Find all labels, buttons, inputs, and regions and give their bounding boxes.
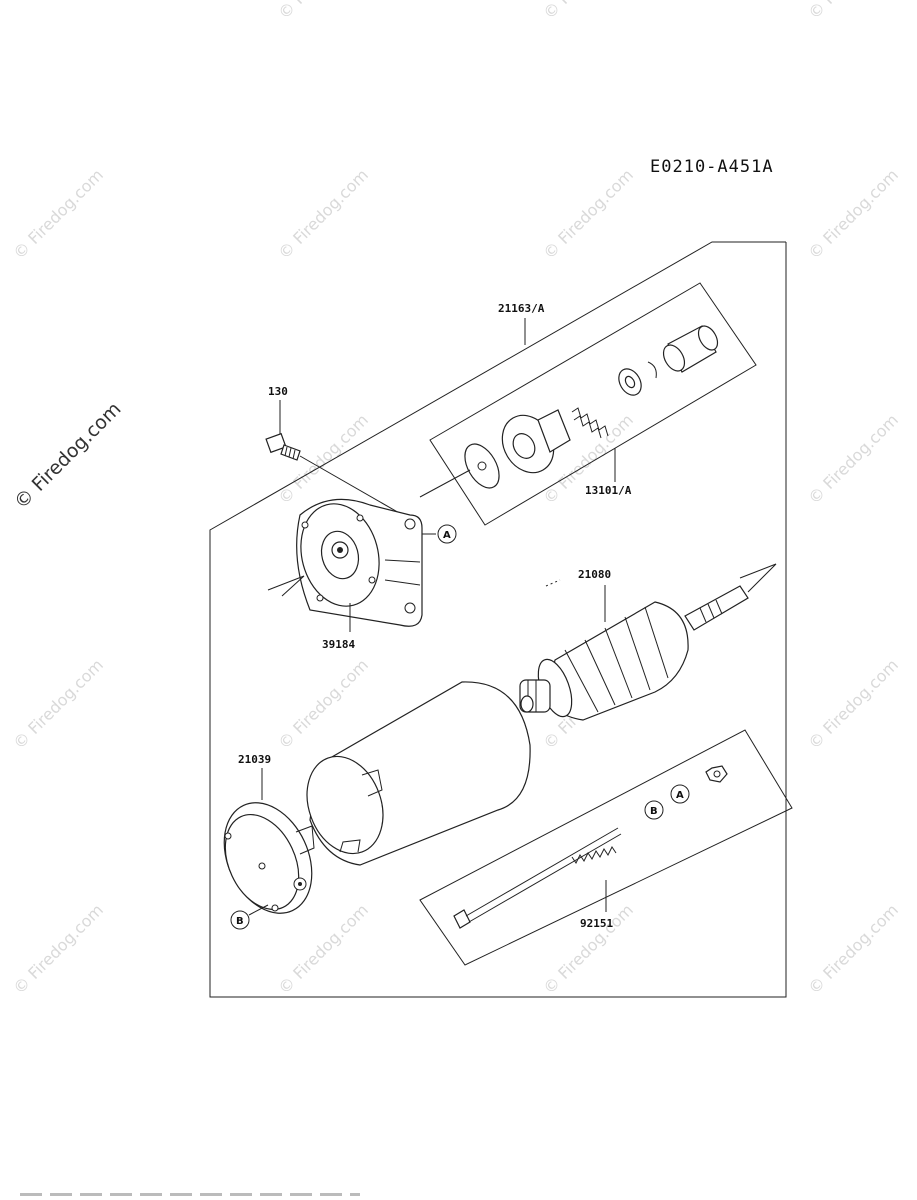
pinion-sleeve <box>662 325 719 373</box>
through-bolt-92151 <box>453 827 622 929</box>
part-label-130: 130 <box>268 385 288 398</box>
callout-b-circle <box>644 800 664 820</box>
watermark: © Firedog.com <box>804 410 902 508</box>
bolt-axis-line <box>299 455 409 519</box>
subassembly-box-21163 <box>429 282 757 526</box>
watermark: © Firedog.com <box>9 900 107 998</box>
watermark: © Firedog.com <box>804 900 902 998</box>
watermark-large: © Firedog.com <box>10 398 125 513</box>
armature-21080 <box>519 585 749 721</box>
part-label-13101: 13101/A <box>585 484 632 497</box>
front-bracket-39184 <box>296 498 423 627</box>
part-label-21080: 21080 <box>578 568 611 581</box>
assembly-arrow-right <box>739 563 777 593</box>
shaft-axis-line <box>419 469 471 498</box>
callout-b-letter: B <box>650 806 658 817</box>
watermark: © Firedog.com <box>9 655 107 753</box>
watermark: © Firedog.com <box>804 655 902 753</box>
diagram-code: E0210-A451A <box>650 157 774 177</box>
callout-b-letter: B <box>236 916 244 927</box>
watermark: © Firedog.com <box>274 900 372 998</box>
watermark: © Firedog.com <box>539 900 637 998</box>
callout-a-letter: A <box>676 790 684 801</box>
part-label-92151: 92151 <box>580 917 613 930</box>
armature-axis-line <box>545 579 561 587</box>
callout-leader-b1 <box>248 904 269 916</box>
subassembly-box-92151 <box>419 729 793 966</box>
watermark: © Firedog.com <box>804 0 902 23</box>
watermark: © Firedog.com <box>274 165 372 263</box>
watermark: © Firedog.com <box>274 655 372 753</box>
spring <box>571 407 609 439</box>
watermark: © Firedog.com <box>804 165 902 263</box>
stop-collar <box>618 368 642 396</box>
bolt-130 <box>265 432 301 461</box>
callout-b-circle <box>230 910 250 930</box>
nut <box>705 765 728 783</box>
yoke-housing <box>306 681 531 866</box>
callout-a-circle <box>437 524 457 544</box>
footer-rule <box>20 1193 360 1196</box>
rear-cover-21039 <box>223 802 315 914</box>
watermark: © Firedog.com <box>9 165 107 263</box>
watermark: © Firedog.com <box>539 0 637 23</box>
watermark: © Firedog.com <box>274 0 372 23</box>
snap-ring <box>647 361 657 379</box>
part-label-39184: 39184 <box>322 638 355 651</box>
watermark: © Firedog.com <box>274 410 372 508</box>
assembly-frame <box>209 241 787 998</box>
watermark-layer: © Firedog.com © Firedog.com © Firedog.co… <box>9 0 902 998</box>
part-label-21163: 21163/A <box>498 302 545 315</box>
watermark: © Firedog.com <box>539 165 637 263</box>
part-label-21039: 21039 <box>238 753 271 766</box>
callout-a-circle <box>670 784 690 804</box>
pinion-gear <box>501 409 571 474</box>
callout-a-letter: A <box>443 530 451 541</box>
assembly-arrow-left <box>267 575 305 597</box>
washer-plate <box>464 443 500 489</box>
